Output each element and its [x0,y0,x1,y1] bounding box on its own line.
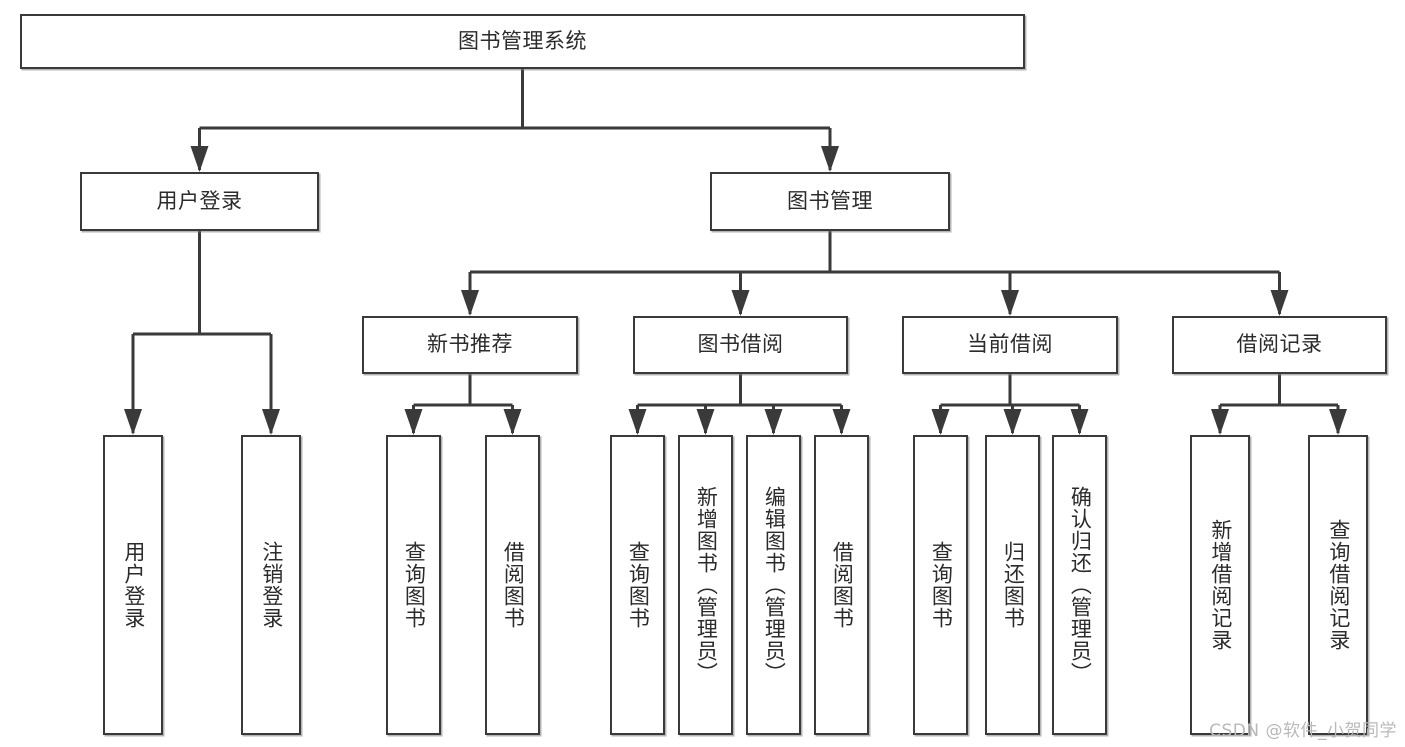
node-box-book-borrow[interactable]: 图书借阅 [633,316,848,374]
node-label-root: 图书管理系统 [458,28,587,53]
node-box-leaf-add-borrow-record[interactable]: 新增借阅记录 [1190,435,1250,735]
node-box-user-login[interactable]: 用户登录 [80,172,319,231]
arrowhead-current-borrow-leaf-confirm-return-admin [1070,409,1089,435]
node-box-leaf-return-book[interactable]: 归还图书 [985,435,1040,735]
node-box-book-manage[interactable]: 图书管理 [710,172,950,231]
node-box-leaf-query-book-rec[interactable]: 查询图书 [386,435,441,735]
node-box-leaf-logout[interactable]: 注销登录 [241,435,301,735]
node-label-user-login: 用户登录 [156,188,243,213]
node-label-leaf-query-book-borrow: 查询图书 [626,541,651,629]
arrowhead-book-borrow-leaf-borrow-book [832,409,851,435]
node-label-current-borrow: 当前借阅 [967,332,1053,357]
node-box-leaf-borrow-book[interactable]: 借阅图书 [814,435,869,735]
arrowhead-book-manage-current-borrow [1001,290,1019,316]
arrowhead-book-manage-borrow-record [1270,290,1289,316]
arrowhead-new-book-recommend-leaf-borrow-book-rec [503,409,522,435]
arrowhead-user-login-leaf-user-login [124,409,142,435]
node-label-new-book-recommend: 新书推荐 [427,332,513,357]
node-label-leaf-query-book-current: 查询图书 [929,541,954,629]
node-label-book-manage: 图书管理 [787,188,873,213]
arrowhead-borrow-record-leaf-add-borrow-record [1211,409,1229,435]
arrowhead-book-manage-book-borrow [731,290,750,316]
node-label-book-borrow: 图书借阅 [697,332,784,357]
watermark-text: CSDN @软件_小贺同学 [1209,721,1397,741]
node-box-leaf-query-borrow-record[interactable]: 查询借阅记录 [1308,435,1368,735]
node-box-leaf-query-book-current[interactable]: 查询图书 [913,435,968,735]
node-box-leaf-edit-book-admin[interactable]: 编辑图书（管理员） [746,435,801,735]
node-label-leaf-logout: 注销登录 [259,541,284,629]
node-box-leaf-query-book-borrow[interactable]: 查询图书 [610,435,665,735]
node-label-leaf-confirm-return-admin: 确认归还（管理员） [1068,486,1093,684]
node-label-leaf-query-borrow-record: 查询借阅记录 [1326,519,1351,651]
arrowhead-current-borrow-leaf-query-book-current [931,409,950,435]
node-label-leaf-query-book-rec: 查询图书 [402,541,427,629]
node-label-leaf-edit-book-admin: 编辑图书（管理员） [762,486,787,684]
node-box-new-book-recommend[interactable]: 新书推荐 [362,316,578,374]
node-label-leaf-add-book-admin: 新增图书（管理员） [694,486,719,684]
arrowhead-root-user-login [190,146,209,172]
node-label-leaf-borrow-book: 借阅图书 [830,541,855,629]
node-box-leaf-borrow-book-rec[interactable]: 借阅图书 [485,435,540,735]
arrowhead-borrow-record-leaf-query-borrow-record [1329,409,1347,435]
node-label-leaf-return-book: 归还图书 [1001,541,1026,629]
arrowhead-book-borrow-leaf-query-book-borrow [628,409,647,435]
arrowhead-user-login-leaf-logout [262,409,280,435]
node-label-borrow-record: 借阅记录 [1236,332,1323,357]
arrowhead-current-borrow-leaf-return-book [1003,409,1022,435]
node-box-borrow-record[interactable]: 借阅记录 [1172,316,1387,374]
node-box-leaf-add-book-admin[interactable]: 新增图书（管理员） [678,435,733,735]
arrowhead-book-manage-new-book-recommend [461,290,479,316]
node-box-leaf-confirm-return-admin[interactable]: 确认归还（管理员） [1052,435,1107,735]
node-box-leaf-user-login[interactable]: 用户登录 [103,435,163,735]
node-label-leaf-add-borrow-record: 新增借阅记录 [1208,519,1233,651]
arrowhead-new-book-recommend-leaf-query-book-rec [404,409,423,435]
arrowhead-book-borrow-leaf-add-book-admin [696,409,715,435]
arrowhead-root-book-manage [821,146,839,172]
node-label-leaf-user-login: 用户登录 [121,541,146,629]
node-box-current-borrow[interactable]: 当前借阅 [902,316,1118,374]
node-box-root[interactable]: 图书管理系统 [20,14,1025,69]
node-label-leaf-borrow-book-rec: 借阅图书 [501,541,526,629]
arrowhead-book-borrow-leaf-edit-book-admin [764,409,783,435]
